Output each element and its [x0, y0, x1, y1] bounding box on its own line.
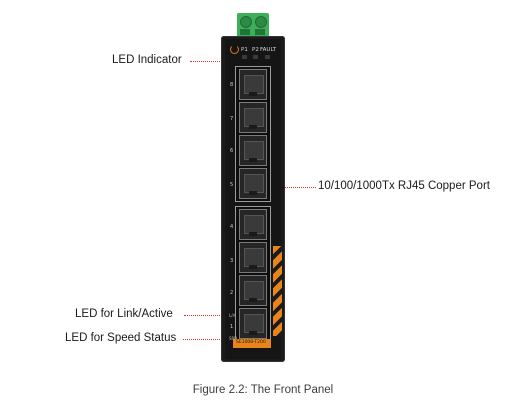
led-p1	[242, 55, 247, 59]
port-number: 7	[230, 116, 234, 122]
link-active-label: LED for Link/Active	[75, 308, 173, 320]
port-latch	[249, 92, 257, 96]
figure-caption: Figure 2.2: The Front Panel	[192, 384, 334, 396]
rj45-port-6	[239, 135, 267, 166]
speed-status-leader	[183, 339, 230, 340]
power-icon	[230, 45, 239, 54]
rj45-port-3	[239, 242, 267, 273]
terminal-screw	[255, 16, 267, 28]
port-latch	[249, 232, 257, 236]
port-number: 4	[230, 224, 234, 230]
link-active-leader	[184, 315, 230, 316]
copper-port-leader	[272, 187, 316, 188]
terminal-slot	[255, 29, 265, 35]
port-number: 3	[230, 258, 234, 264]
model-plate: SE1008-T200	[233, 339, 271, 348]
port-latch	[249, 125, 257, 129]
speed-status-label: LED for Speed Status	[65, 332, 177, 344]
terminal-slot	[240, 29, 250, 35]
link-active-led-label: L/A	[229, 313, 236, 318]
port-latch	[249, 191, 257, 195]
power-terminal-block	[237, 13, 269, 37]
port-number: 8	[230, 82, 234, 88]
rj45-port-1	[239, 308, 267, 339]
port-group-upper	[235, 66, 271, 202]
model-number: SE1008-T200	[236, 340, 266, 345]
port-latch	[249, 331, 257, 335]
port-number: 1	[230, 324, 234, 330]
rj45-port-8	[239, 69, 267, 100]
port-number: 5	[230, 182, 234, 188]
port-latch	[249, 158, 257, 162]
port-latch	[249, 298, 257, 302]
led-p2	[253, 55, 258, 59]
rj45-port-7	[239, 102, 267, 133]
orange-accent-stripe	[273, 246, 282, 336]
speed-led-label: SPD	[229, 336, 237, 341]
led-indicator-label: LED Indicator	[112, 54, 182, 66]
led-fault	[265, 55, 270, 59]
switch-front-panel: P1 P2 FAULT 8 7 6 5 4 3 2 1 L/A SPD SE10…	[221, 36, 285, 362]
rj45-port-2	[239, 275, 267, 306]
port-number: 6	[230, 148, 234, 154]
port-latch	[249, 265, 257, 269]
port-group-lower	[235, 206, 271, 342]
copper-port-label: 10/100/1000Tx RJ45 Copper Port	[318, 180, 490, 192]
rj45-port-5	[239, 168, 267, 199]
port-number: 2	[230, 290, 234, 296]
led-indicator-leader	[190, 61, 232, 62]
led-label-p2: P2	[252, 47, 259, 53]
rj45-port-4	[239, 209, 267, 240]
led-label-fault: FAULT	[260, 47, 277, 53]
led-label-p1: P1	[241, 47, 248, 53]
terminal-screw	[240, 16, 252, 28]
